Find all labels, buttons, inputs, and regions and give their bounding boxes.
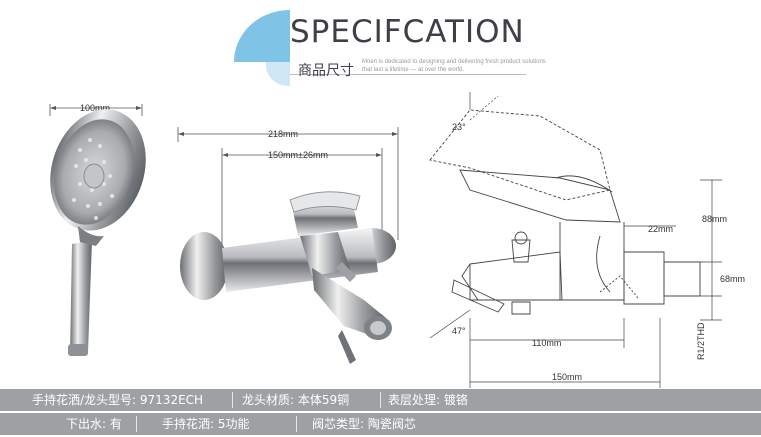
page-title: SPECIFCATION — [290, 14, 525, 50]
angle-bottom-label: 47° — [452, 326, 466, 336]
spec-valve-core: 阀芯类型: 陶瓷阀芯 — [312, 417, 416, 431]
width-22-label: 22mm — [648, 224, 673, 234]
length-150-label: 150mm — [552, 372, 582, 382]
title-divider — [290, 74, 526, 75]
hand-shower-illustration — [50, 109, 146, 356]
spec-divider — [232, 392, 233, 408]
faucet-dim-lines — [177, 127, 399, 250]
thread-label: R1/2THD — [696, 322, 706, 360]
spec-row-2: 下出水: 有 手持花洒: 5功能 阀芯类型: 陶瓷阀芯 — [0, 413, 761, 435]
spec-divider — [380, 392, 381, 408]
spec-hand-shower: 手持花洒: 5功能 — [162, 417, 250, 431]
faucet-center-label: 150mm±26mm — [268, 150, 328, 160]
faucet-width-label: 218mm — [268, 129, 298, 139]
spec-material: 龙头材质: 本体59铜 — [242, 393, 350, 407]
height-68-label: 68mm — [720, 274, 745, 284]
shower-dim-line — [49, 104, 143, 116]
shower-width-label: 100mm — [80, 103, 110, 113]
brand-tagline: Moen is dedicated to designing and deliv… — [362, 59, 546, 73]
spec-divider — [296, 416, 297, 432]
header-logo-mark — [234, 10, 290, 86]
angle-top-label: 23° — [452, 122, 466, 132]
length-110-label: 110mm — [532, 338, 561, 348]
technical-dims — [429, 92, 722, 388]
spec-model: 手持花洒/龙头型号: 97132ECH — [32, 393, 204, 407]
spec-row-1: 手持花洒/龙头型号: 97132ECH 龙头材质: 本体59铜 表层处理: 镀铬 — [0, 389, 761, 411]
height-88-label: 88mm — [702, 214, 727, 224]
spec-divider — [136, 416, 137, 432]
product-dimension-drawing: 100mm 218mm 150mm±26mm — [49, 92, 745, 388]
spec-bottom-outlet: 下出水: 有 — [66, 417, 122, 431]
technical-side-view — [429, 109, 701, 315]
page-subtitle: 商品尺寸 — [298, 63, 354, 79]
spec-surface: 表层处理: 镀铬 — [388, 393, 468, 407]
faucet-illustration — [180, 191, 396, 364]
